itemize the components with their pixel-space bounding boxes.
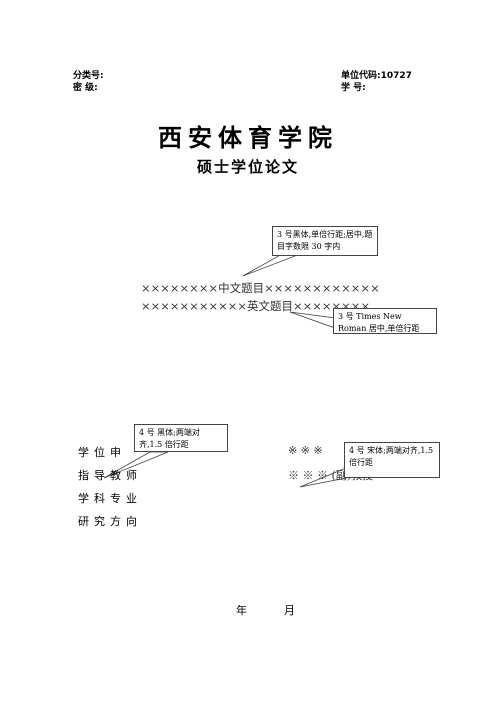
unit-code-label: 单位代码:10727: [341, 71, 412, 81]
field-label-major: 学科专业: [78, 492, 142, 505]
label-format-callout: 4 号 黑体;两端对齐,1.5 倍行距: [134, 424, 228, 452]
chinese-thesis-title: ××××××××中文题目××××××××××××: [141, 281, 380, 295]
field-label-degree-applicant: 学位申: [78, 446, 126, 459]
english-thesis-title: ×××××××××××英文题目××××××××: [141, 299, 371, 313]
value-format-callout: 4 号 宋体;两端对齐,1.5 倍行距: [344, 442, 440, 478]
school-name: 西安体育学院: [158, 123, 338, 152]
degree-title: 硕士学位论文: [196, 158, 299, 176]
field-value-degree-applicant: ※ ※ ※: [288, 444, 323, 457]
field-label-research-direction: 研究方向: [78, 515, 142, 528]
english-callout-pointer: [289, 311, 336, 329]
label-callout-pointer: [103, 451, 169, 479]
student-id-label: 学 号:: [341, 83, 366, 93]
class-number-label: 分类号:: [73, 71, 104, 81]
date-year-label: 年: [236, 604, 247, 617]
title-format-callout: 3 号黑体,单倍行距;居中,题目字数限 30 字内: [272, 226, 378, 256]
field-label-advisor: 指导教师: [78, 469, 142, 482]
english-format-callout: 3 号 Times New Roman 居中,单倍行距: [333, 308, 437, 334]
title-callout-pointer: [242, 253, 301, 277]
date-month-label: 月: [284, 604, 295, 617]
security-level-label: 密 级:: [73, 83, 98, 93]
